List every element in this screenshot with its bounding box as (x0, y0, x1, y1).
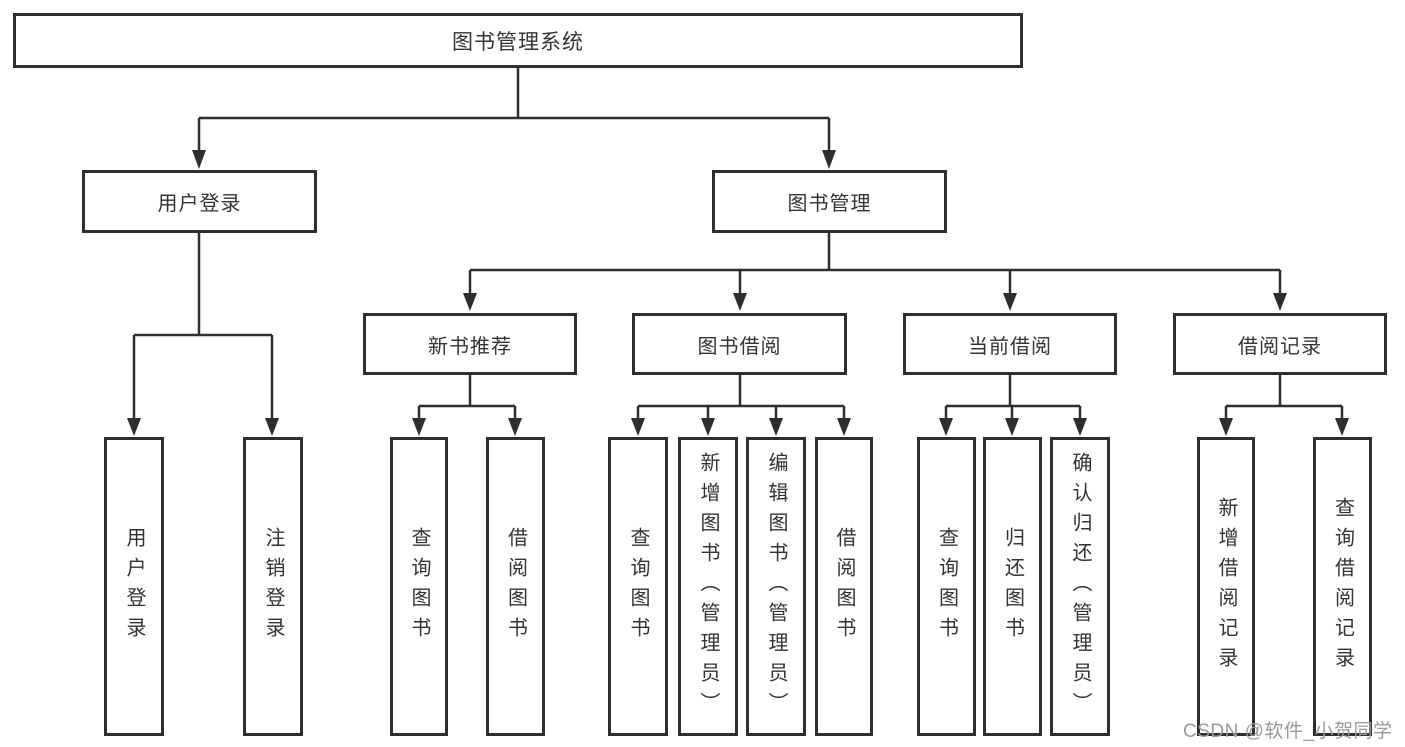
node-library-system-label: 图书管理系统 (452, 30, 584, 54)
node-new-book-recommend: 新书推荐 (363, 313, 577, 375)
leaf-add-borrow-record: 新增借阅记录 (1197, 437, 1255, 736)
leaf-add-borrow-record-label: 新增借阅记录 (1215, 496, 1237, 677)
csdn-watermark: CSDN @软件_小贺同学 (1183, 721, 1393, 742)
leaf-query-books-current-label: 查询图书 (935, 526, 958, 647)
leaf-borrow-books-recommend: 借阅图书 (486, 437, 545, 736)
leaf-confirm-return-admin: 确认归还（管理员） (1050, 437, 1110, 736)
leaf-logout-label: 注销登录 (262, 526, 284, 647)
leaf-edit-books-admin-label: 编辑图书（管理员） (765, 451, 787, 722)
leaf-return-books-label: 归还图书 (1001, 526, 1024, 647)
node-library-system: 图书管理系统 (13, 13, 1023, 68)
arrowhead-down-icons (127, 150, 1349, 436)
leaf-add-books-admin-label: 新增图书（管理员） (697, 451, 719, 722)
leaf-query-books-borrowing-label: 查询图书 (627, 526, 649, 647)
leaf-borrow-books-label: 借阅图书 (833, 526, 855, 647)
leaf-borrow-books-recommend-label: 借阅图书 (504, 526, 527, 647)
leaf-user-login: 用户登录 (104, 437, 164, 736)
node-user-login: 用户登录 (82, 170, 317, 233)
leaf-logout: 注销登录 (243, 437, 303, 736)
node-user-login-label: 用户登录 (157, 193, 242, 215)
node-book-borrowing-label: 图书借阅 (697, 335, 782, 358)
leaf-query-borrow-record-label: 查询借阅记录 (1331, 496, 1354, 677)
node-book-management-label: 图书管理 (787, 193, 872, 215)
node-borrowing-records-label: 借阅记录 (1238, 335, 1322, 358)
leaf-confirm-return-admin-label: 确认归还（管理员） (1069, 451, 1091, 722)
leaf-query-books-recommend: 查询图书 (390, 437, 448, 736)
leaf-borrow-books: 借阅图书 (815, 437, 873, 736)
connector-strokes (132, 68, 1344, 420)
leaf-return-books: 归还图书 (983, 437, 1042, 736)
node-book-borrowing: 图书借阅 (632, 313, 847, 375)
leaf-query-books-recommend-label: 查询图书 (408, 526, 430, 647)
leaf-edit-books-admin: 编辑图书（管理员） (746, 437, 806, 736)
node-current-borrowing-label: 当前借阅 (968, 335, 1052, 358)
leaf-add-books-admin: 新增图书（管理员） (678, 437, 738, 736)
node-current-borrowing: 当前借阅 (903, 313, 1117, 375)
leaf-query-borrow-record: 查询借阅记录 (1313, 437, 1372, 736)
node-book-management: 图书管理 (712, 170, 947, 233)
leaf-user-login-label: 用户登录 (123, 526, 145, 647)
leaf-query-books-current: 查询图书 (917, 437, 976, 736)
node-borrowing-records: 借阅记录 (1173, 313, 1387, 375)
leaf-query-books-borrowing: 查询图书 (608, 437, 668, 736)
node-new-book-recommend-label: 新书推荐 (428, 335, 512, 358)
